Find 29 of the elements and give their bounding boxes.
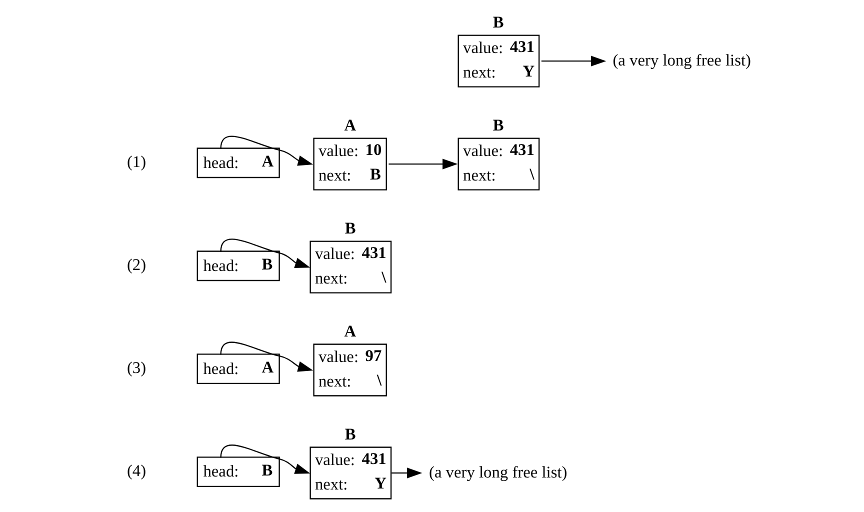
- arrow: [392, 467, 422, 478]
- node-box: head: B: [196, 250, 280, 281]
- node-box: value: 431 next: Y: [310, 446, 392, 499]
- node-box: head: B: [196, 456, 280, 487]
- node-label: B: [344, 218, 356, 237]
- label: (3): [126, 358, 146, 377]
- node-label: A: [344, 320, 356, 340]
- node-label: B: [492, 114, 504, 134]
- node-text: (a very long free list): [429, 462, 568, 481]
- label: (1): [126, 152, 146, 171]
- node-box: value: 431 next: \: [458, 137, 540, 190]
- label: (2): [126, 254, 146, 274]
- label: (4): [126, 460, 146, 480]
- node-text: (a very long free list): [612, 50, 751, 69]
- arrow: [220, 238, 310, 268]
- node-box: value: 431 next: Y: [458, 34, 540, 87]
- node-label: B: [492, 12, 504, 31]
- arrow: [220, 135, 314, 166]
- node-box: head: A: [196, 147, 280, 178]
- node-box: value: 10 next: B: [313, 137, 387, 190]
- arrow: [220, 444, 310, 474]
- node-label: B: [344, 424, 356, 443]
- node-box: head: A: [196, 353, 280, 384]
- arrow: [388, 158, 458, 169]
- arrow: [541, 55, 606, 66]
- node-box: value: 97 next: \: [313, 343, 387, 396]
- arrow: [220, 341, 314, 372]
- node-label: A: [344, 114, 356, 134]
- node-box: value: 431 next: \: [310, 240, 392, 293]
